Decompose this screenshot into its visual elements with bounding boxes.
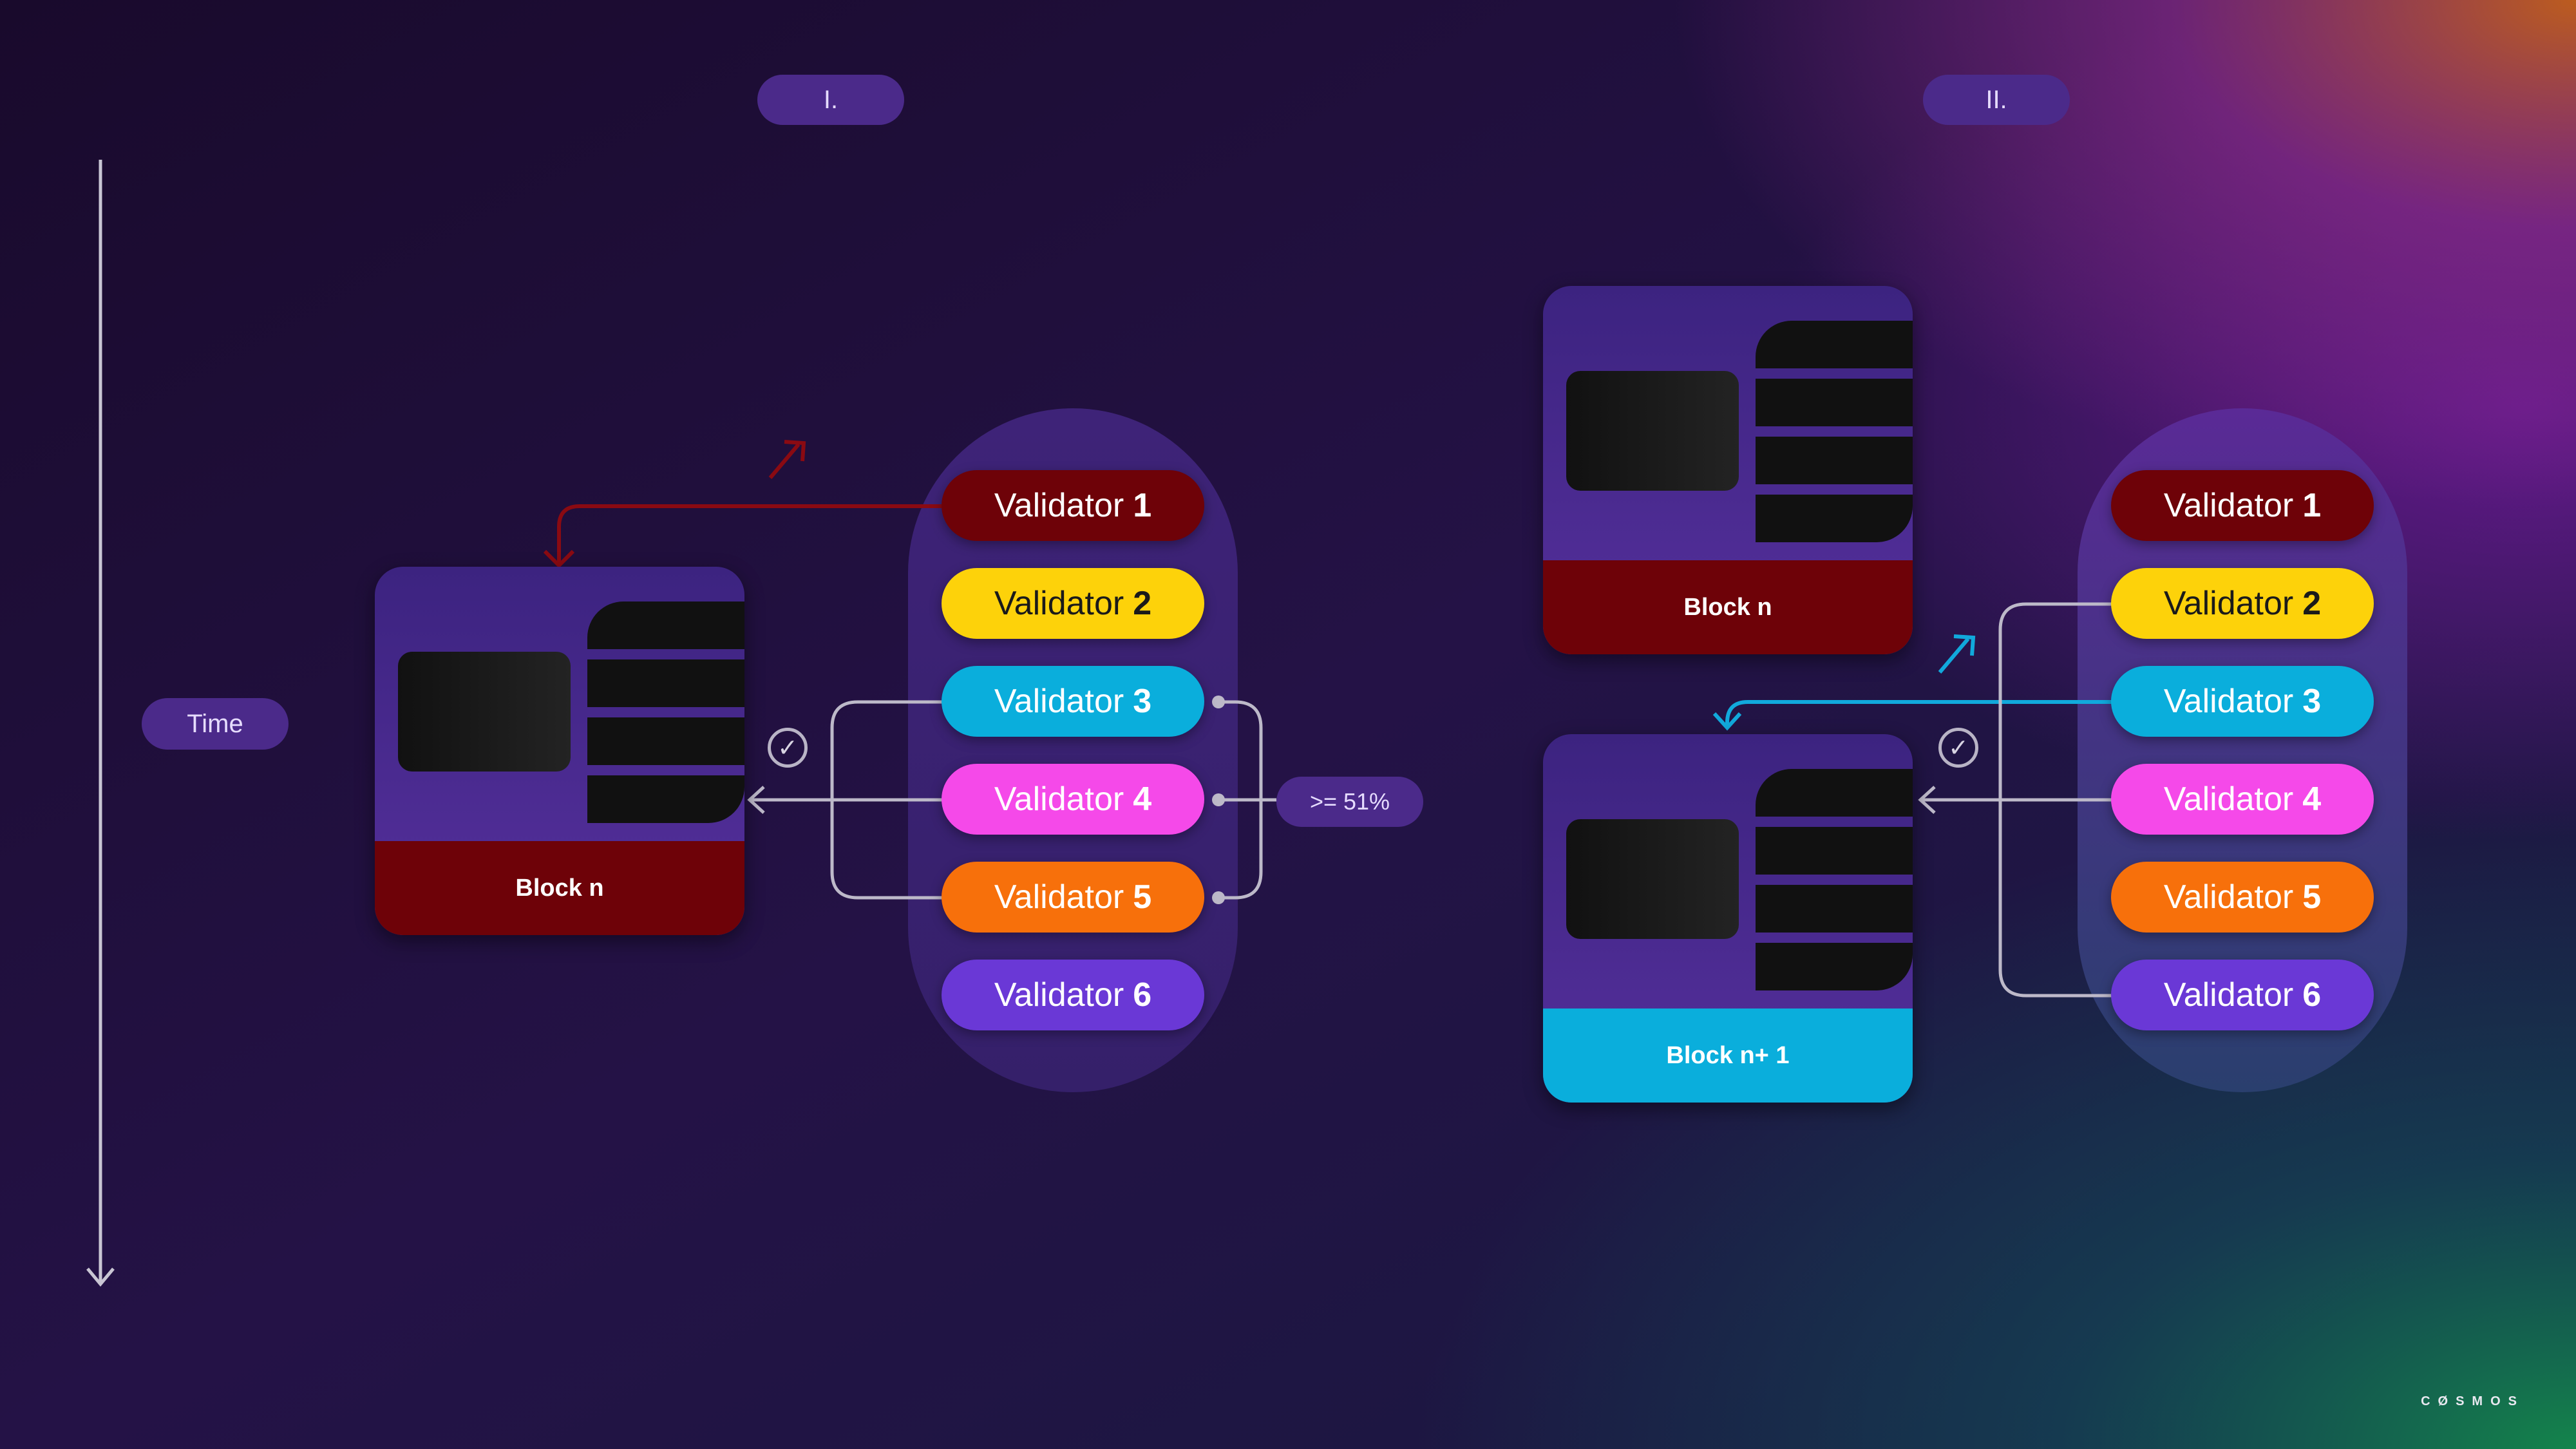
validator-prefix: Validator (994, 781, 1124, 818)
block-screen (398, 652, 571, 772)
stage-label-1: I. (757, 75, 904, 125)
block-data-rows (1756, 769, 1913, 990)
validator-number: 4 (1133, 781, 1152, 818)
validator-number: 3 (1133, 683, 1152, 720)
check-circle-icon: ✓ (1938, 728, 1978, 768)
hammer-icon (1938, 634, 1976, 674)
hammer-icon (768, 440, 806, 479)
vote-arrowhead-stage2 (1918, 786, 1936, 814)
stage-label-2: II. (1923, 75, 2070, 125)
proposer-line-stage1 (557, 504, 943, 563)
vote-arrowhead-stage1 (747, 786, 765, 814)
validator-prefix: Validator (994, 878, 1124, 916)
block-screen (1566, 371, 1739, 491)
validator-number: 5 (1133, 878, 1152, 916)
validator-number: 6 (1133, 976, 1152, 1014)
validator-number: 4 (2302, 781, 2322, 818)
validator-prefix: Validator (994, 976, 1124, 1014)
block-data-rows (1756, 321, 1913, 542)
threshold-label: >= 51% (1276, 777, 1423, 827)
validator-number: 1 (1133, 487, 1152, 524)
block-label: Block n+ 1 (1543, 1009, 1913, 1103)
block-n-stage2: Block n (1543, 286, 1913, 654)
validator-number: 5 (2302, 878, 2322, 916)
validator-prefix: Validator (2163, 585, 2294, 622)
arrow-down-icon (86, 1267, 115, 1287)
validator-number: 3 (2302, 683, 2322, 720)
proposer-line-stage2 (1725, 700, 2112, 726)
check-circle-icon: ✓ (768, 728, 808, 768)
validator-number: 2 (1133, 585, 1152, 622)
validator-prefix: Validator (2163, 683, 2294, 720)
block-n-stage1: Block n (375, 567, 744, 935)
validator-number: 2 (2302, 585, 2322, 622)
proposer-arrowhead-stage2 (1712, 712, 1742, 731)
validator-number: 6 (2302, 976, 2322, 1014)
block-label: Block n (1543, 560, 1913, 654)
block-data-rows (587, 601, 744, 823)
validator-prefix: Validator (2163, 878, 2294, 916)
validator-prefix: Validator (994, 487, 1124, 524)
validator-prefix: Validator (2163, 781, 2294, 818)
time-label: Time (142, 698, 289, 750)
validator-prefix: Validator (994, 683, 1124, 720)
block-n-plus-1-stage2: Block n+ 1 (1543, 734, 1913, 1103)
cosmos-logo: CØSMOS (2421, 1394, 2524, 1408)
block-label: Block n (375, 841, 744, 935)
validator-number: 1 (2302, 487, 2322, 524)
proposer-arrowhead-stage1 (543, 549, 575, 569)
block-screen (1566, 819, 1739, 939)
validator-prefix: Validator (994, 585, 1124, 622)
validator-prefix: Validator (2163, 976, 2294, 1014)
validator-prefix: Validator (2163, 487, 2294, 524)
